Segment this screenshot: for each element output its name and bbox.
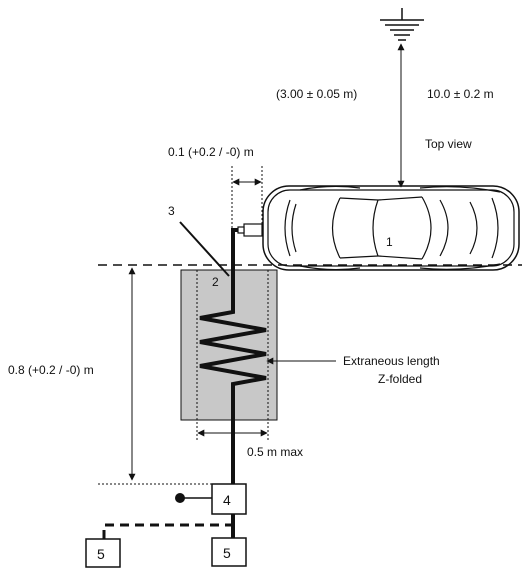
terminal-right-callout: 5 xyxy=(223,545,231,561)
antenna-icon xyxy=(380,8,424,41)
cable-callout-leader xyxy=(179,221,230,277)
height-label: 0.8 (+0.2 / -0) m xyxy=(8,363,94,377)
dashed-bus-line xyxy=(102,523,233,539)
width-max-label: 0.5 m max xyxy=(247,445,303,459)
vehicle-callout: 1 xyxy=(386,235,393,249)
car-top-view-icon xyxy=(262,185,520,271)
device-box xyxy=(211,483,247,515)
gap-label: 0.1 (+0.2 / -0) m xyxy=(168,145,254,159)
distance-far-label: 10.0 ± 0.2 m xyxy=(427,87,494,101)
cable-path xyxy=(199,228,267,548)
box-width-guides xyxy=(196,270,269,440)
extraneous-label-line2: Z-folded xyxy=(378,372,422,386)
terminal-left-callout: 5 xyxy=(97,546,105,562)
car-connector xyxy=(237,223,263,237)
top-view-label: Top view xyxy=(425,137,472,151)
gap-dimension xyxy=(231,166,263,258)
extraneous-label-line1: Extraneous length xyxy=(343,354,440,368)
distance-near-label: (3.00 ± 0.05 m) xyxy=(276,87,357,101)
box-callout: 2 xyxy=(212,275,219,289)
terminal-box-left xyxy=(85,538,121,568)
device-terminal-dot xyxy=(175,493,185,503)
z-fold-box xyxy=(180,269,278,421)
device-callout: 4 xyxy=(223,492,231,508)
terminal-box-right xyxy=(211,537,247,567)
cable-callout: 3 xyxy=(168,204,175,218)
